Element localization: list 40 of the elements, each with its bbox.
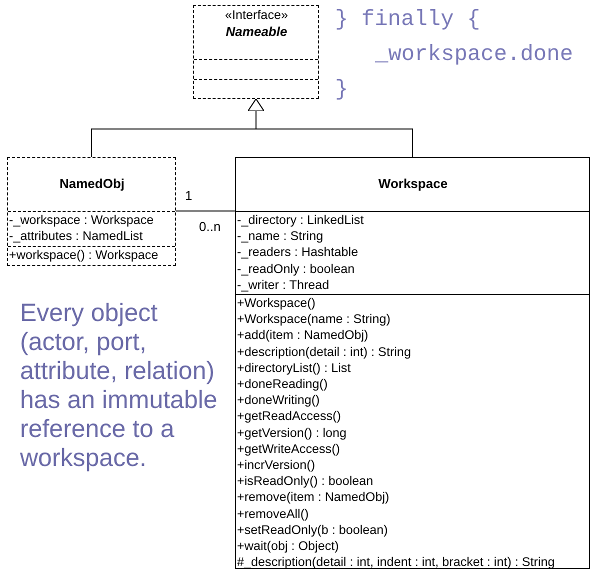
operation-text: +remove(item : NamedObj) xyxy=(237,489,390,506)
operation-text: +description(detail : int) : String xyxy=(237,344,411,360)
operation-text: +workspace() : Workspace xyxy=(9,247,158,264)
operation-text: +wait(obj : Object) xyxy=(237,538,339,554)
operation-text: +getWriteAccess() xyxy=(237,440,340,458)
operation-text: +add(item : NamedObj) xyxy=(237,327,368,344)
operation-text: +doneReading() xyxy=(237,376,328,392)
code-text: _workspace.done xyxy=(375,41,574,69)
class-name: NamedObj xyxy=(59,176,124,193)
attribute-text: -_attributes : NamedList xyxy=(9,228,143,244)
stereotype-label: «Interface» xyxy=(224,7,288,24)
operation-text: +removeAll() xyxy=(237,506,309,522)
code-text: } xyxy=(335,76,348,104)
association-line xyxy=(176,210,236,212)
operation-text: +getReadAccess() xyxy=(237,408,341,425)
class-name: Workspace xyxy=(378,176,448,193)
class-name: Nameable xyxy=(226,24,288,40)
class-box xyxy=(235,157,590,569)
operation-text: +Workspace() xyxy=(237,295,316,312)
operation-text: +incrVersion() xyxy=(237,457,316,474)
operation-text: +Workspace(name : String) xyxy=(237,311,390,328)
operation-text: +doneWriting() xyxy=(237,392,320,408)
operation-text: +getVersion() : long xyxy=(237,424,347,441)
operation-text: #_description(detail : int, indent : int, bracket : int) : String xyxy=(237,554,555,570)
interface-box xyxy=(193,5,319,99)
note-text: Every object (actor, port, attribute, relation) has an immutable reference to a workspace. xyxy=(20,299,218,473)
operation-text: +setReadOnly(b : boolean) xyxy=(237,522,388,538)
attribute-text: -_readers : Hashtable xyxy=(237,244,358,261)
operation-text: +isReadOnly() : boolean xyxy=(237,473,374,490)
attribute-text: -_readOnly : boolean xyxy=(237,260,355,277)
attribute-text: -_workspace : Workspace xyxy=(9,212,154,228)
code-text: } finally { xyxy=(335,6,480,34)
attribute-text: -_name : String xyxy=(237,228,324,244)
attribute-text: -_directory : LinkedList xyxy=(237,212,364,228)
operation-text: +directoryList() : List xyxy=(237,360,351,376)
multiplicity-label: 1 xyxy=(185,188,192,203)
generalization-arrow xyxy=(248,98,413,158)
class-box xyxy=(7,157,176,266)
multiplicity-label: 0..n xyxy=(199,219,221,234)
attribute-text: -_writer : Thread xyxy=(237,276,330,294)
